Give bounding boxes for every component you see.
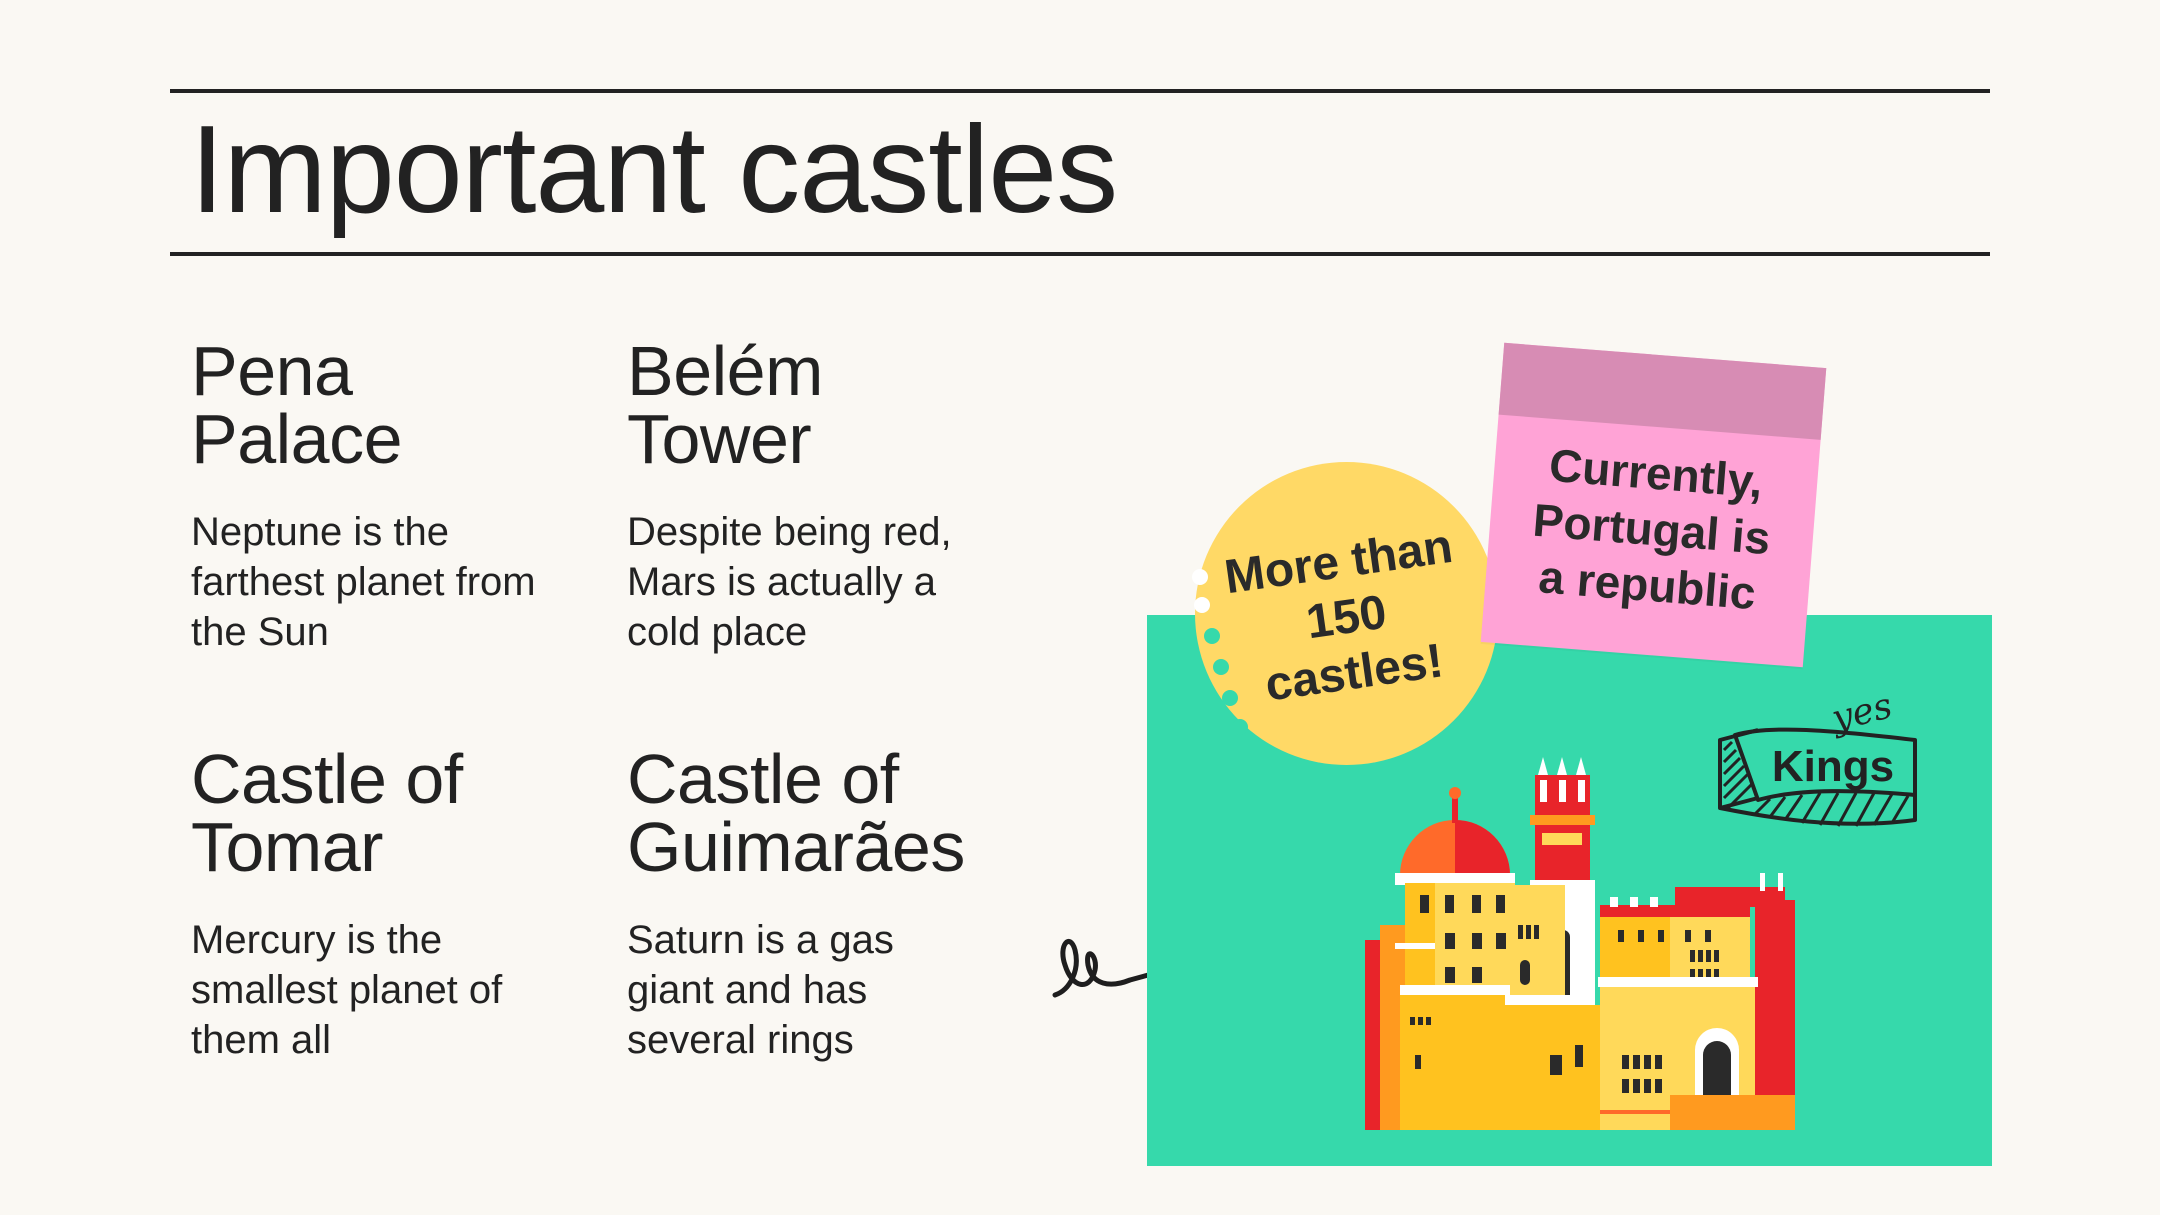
castle-item-guimaraes: Castle of Guimarães Saturn is a gas gian… bbox=[627, 744, 1067, 1065]
castles-count-badge: More than 150 castles! bbox=[1195, 462, 1498, 765]
castle-heading: Castle of Tomar bbox=[191, 744, 611, 882]
sticky-note-tab bbox=[1498, 342, 1827, 440]
dots-decoration bbox=[1192, 569, 1248, 735]
castle-item-pena: Pena Palace Neptune is the farthest plan… bbox=[191, 336, 611, 657]
heading-line: Tomar bbox=[191, 808, 383, 886]
top-rule bbox=[170, 89, 1990, 93]
heading-line: Castle of bbox=[627, 740, 899, 818]
bottom-rule bbox=[170, 252, 1990, 256]
heading-line: Belém bbox=[627, 332, 823, 410]
heading-line: Castle of bbox=[191, 740, 463, 818]
castle-item-belem: Belém Tower Despite being red, Mars is a… bbox=[627, 336, 1047, 657]
castle-heading: Pena Palace bbox=[191, 336, 611, 474]
heading-line: Pena bbox=[191, 332, 353, 410]
kings-label: Kings bbox=[1771, 742, 1895, 791]
castle-description: Mercury is the smallest planet of them a… bbox=[191, 918, 503, 1062]
ribbon-banner-icon bbox=[1718, 727, 1917, 827]
sticky-note: Currently, Portugal is a republic bbox=[1480, 342, 1827, 668]
castle-item-tomar: Castle of Tomar Mercury is the smallest … bbox=[191, 744, 611, 1065]
castle-description: Despite being red, Mars is actually a co… bbox=[627, 510, 952, 654]
heading-line: Guimarães bbox=[627, 808, 965, 886]
heading-line: Palace bbox=[191, 400, 403, 478]
sticky-note-text: Currently, Portugal is a republic bbox=[1531, 438, 1773, 620]
castle-heading: Castle of Guimarães bbox=[627, 744, 1067, 882]
heading-line: Tower bbox=[627, 400, 812, 478]
castle-heading: Belém Tower bbox=[627, 336, 1047, 474]
page-title: Important castles bbox=[190, 101, 1118, 239]
castle-description: Saturn is a gas giant and has several ri… bbox=[627, 918, 894, 1062]
castle-description: Neptune is the farthest planet from the … bbox=[191, 510, 536, 654]
castle-illustration bbox=[1365, 757, 1795, 1130]
